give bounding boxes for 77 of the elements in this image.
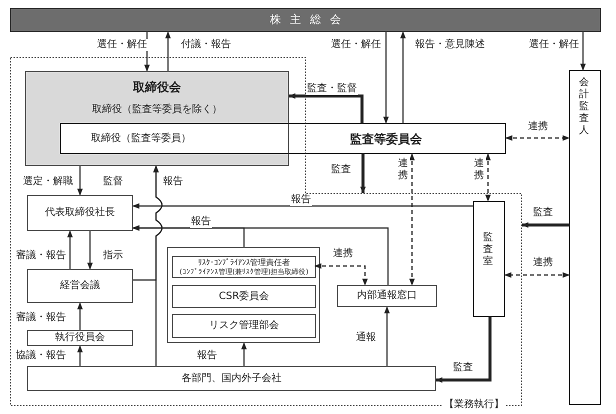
vertical-box bbox=[473, 201, 505, 317]
box-label: ﾘｽｸ･ｺﾝﾌﾟﾗｲｱﾝｽ管理責任者 bbox=[197, 258, 291, 268]
edge-label: 報告 bbox=[196, 350, 218, 362]
edge-label: 選任・解任 bbox=[330, 39, 382, 51]
edge-label: 選定・解職 bbox=[22, 176, 74, 188]
box-label: 取締役（監査等委員） bbox=[91, 133, 191, 145]
box-label: 各部門、国内外子会社 bbox=[180, 372, 282, 384]
arrow bbox=[241, 342, 247, 366]
edge-label: 通報 bbox=[355, 332, 377, 344]
edge-label: 選任・解任 bbox=[528, 39, 580, 51]
process-box bbox=[27, 366, 436, 391]
process-box bbox=[27, 330, 133, 346]
arrow bbox=[485, 153, 491, 202]
edge-label: 付議・報告 bbox=[180, 39, 232, 51]
edge-label: 連携 bbox=[332, 248, 354, 260]
box-label: 会計監査人 bbox=[579, 77, 590, 137]
arrow bbox=[67, 230, 73, 269]
arrow bbox=[400, 31, 406, 123]
edge-label: 指示 bbox=[102, 250, 124, 262]
process-box bbox=[172, 285, 316, 308]
edge-label: 監査・監督 bbox=[306, 83, 358, 95]
edge-label: 連携 bbox=[473, 158, 486, 182]
edge-label: 連携 bbox=[527, 121, 549, 133]
arrow bbox=[384, 306, 390, 366]
process-box bbox=[172, 314, 316, 338]
arrow bbox=[383, 32, 389, 124]
arrow bbox=[435, 317, 492, 383]
region-label: 【業務執行】 bbox=[442, 399, 506, 411]
arrow bbox=[165, 31, 171, 71]
arrow bbox=[132, 225, 389, 285]
note-label: 監督 bbox=[102, 176, 124, 188]
arrow bbox=[505, 135, 570, 141]
box-title: 監査等委員会 bbox=[349, 132, 423, 146]
vertical-box bbox=[569, 70, 601, 405]
edge-label: 監査 bbox=[330, 164, 352, 176]
edge-label: 報告 bbox=[162, 176, 184, 188]
box-label: 株主総会 bbox=[269, 14, 351, 26]
arrow bbox=[77, 166, 83, 196]
arrow bbox=[521, 222, 569, 228]
box-label: 経営会議 bbox=[59, 280, 101, 292]
arrow bbox=[87, 231, 93, 270]
arrow bbox=[580, 32, 586, 71]
arrow bbox=[360, 154, 366, 194]
box-title: 取締役会 bbox=[132, 80, 182, 94]
edge-label: 報告 bbox=[290, 194, 312, 206]
edge-label: 連携 bbox=[532, 257, 554, 269]
process-box bbox=[27, 269, 133, 303]
edge-label: 審議・報告 bbox=[15, 250, 67, 262]
edge-label: 協議・報告 bbox=[15, 350, 67, 362]
arrow bbox=[77, 345, 83, 366]
arrow bbox=[409, 153, 415, 286]
arrow bbox=[77, 302, 83, 330]
group-box bbox=[167, 247, 320, 343]
edge-label: 報告・意見陳述 bbox=[414, 39, 486, 51]
edge-label: 監査 bbox=[532, 207, 554, 219]
board-box bbox=[25, 71, 289, 166]
edge-label: 連携 bbox=[397, 158, 410, 182]
box-label: 取締役（監査等委員を除く） bbox=[91, 104, 223, 116]
box-label: 執行役員会 bbox=[54, 332, 106, 344]
box-label: リスク管理部会 bbox=[208, 320, 280, 332]
process-box bbox=[172, 256, 316, 278]
arrow bbox=[504, 272, 570, 278]
edge-label: 報告 bbox=[190, 216, 212, 228]
box-label: 監査室 bbox=[483, 232, 494, 268]
arrow bbox=[314, 263, 368, 286]
edge-label: 監査 bbox=[452, 362, 474, 374]
process-box bbox=[337, 285, 437, 307]
box-label: 内部通報窓口 bbox=[356, 290, 418, 302]
header-band bbox=[10, 8, 601, 32]
edge-label: 選任・解任 bbox=[96, 39, 148, 51]
box-label: 代表取締役社長 bbox=[44, 207, 116, 219]
edge-label: 審議・報告 bbox=[15, 312, 67, 324]
arrow bbox=[288, 93, 364, 123]
process-box bbox=[27, 195, 133, 231]
box-label: CSR委員会 bbox=[218, 290, 270, 302]
arrow bbox=[133, 165, 163, 281]
arrow bbox=[132, 203, 473, 209]
